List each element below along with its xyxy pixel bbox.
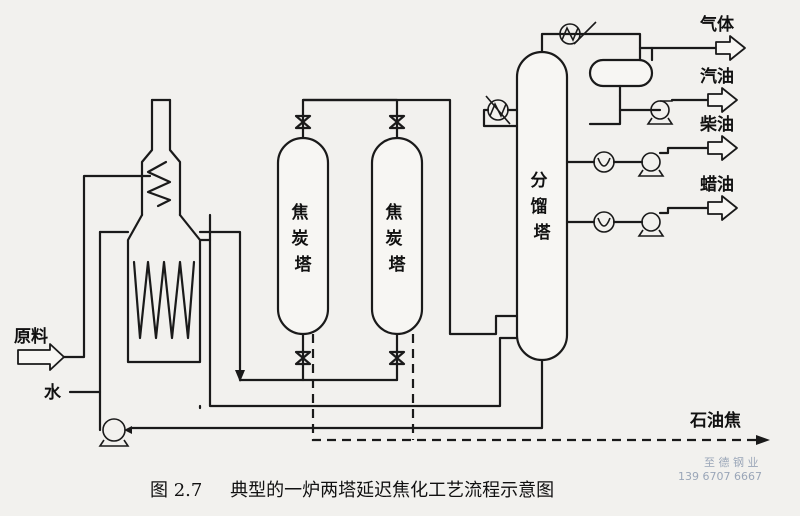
valve-tower1-top (294, 114, 312, 130)
fractionator-label-c1: 分 (531, 171, 548, 191)
wax-oil-arrow (707, 195, 738, 221)
svg-text:焦 炭 塔: 焦 炭 塔 (385, 202, 409, 275)
wax-oil-draw (565, 195, 738, 237)
wax-oil-pump (637, 212, 665, 237)
watermark-line1: 至 德 钢 业 (704, 455, 759, 469)
diesel-draw (565, 135, 738, 177)
feed-arrow (17, 343, 65, 371)
label-feed: 原料 (14, 326, 48, 347)
reflux-drum (588, 58, 654, 88)
label-wax-oil: 蜡油 (700, 174, 734, 195)
gas-arrow (715, 35, 746, 61)
label-gasoline: 汽油 (700, 66, 734, 87)
svg-text:焦 炭 塔: 焦 炭 塔 (291, 202, 315, 275)
diesel-arrow (707, 135, 738, 161)
fractionator-label-c2: 馏 (531, 196, 548, 217)
fractionator-label-c3: 塔 (534, 222, 552, 243)
furnace (126, 98, 202, 364)
label-water: 水 (44, 382, 62, 403)
figure-title: 典型的一炉两塔延迟焦化工艺流程示意图 (230, 480, 554, 501)
gasoline-arrow (707, 87, 738, 113)
coke-tower-1: 焦 炭 塔 (276, 136, 330, 336)
diesel-cooler (593, 151, 615, 173)
fractionator: 分 馏 塔 (515, 50, 569, 362)
top-pumparound-exchanger (482, 95, 519, 128)
figure-caption: 图 2.7 典型的一炉两塔延迟焦化工艺流程示意图 (150, 480, 554, 501)
coke-tower-2-label-c1: 焦 (385, 202, 403, 223)
valve-tower2-top (388, 114, 406, 130)
coke-tower-1-label-c1: 焦 (291, 202, 309, 223)
gasoline-pump (646, 100, 674, 125)
valve-tower1-bottom (294, 350, 312, 366)
convection-coil (146, 160, 172, 208)
label-gas: 气体 (699, 14, 735, 35)
label-diesel: 柴油 (699, 114, 734, 135)
label-petroleum-coke: 石油焦 (689, 410, 741, 431)
overhead-condenser (559, 21, 597, 45)
svg-text:分 馏 塔: 分 馏 塔 (531, 171, 554, 243)
figure-number: 图 2.7 (150, 480, 202, 501)
watermark-line2: 139 6707 6667 (678, 470, 762, 483)
charge-pump (98, 418, 132, 447)
feed-line (17, 174, 212, 432)
bottom-lines (130, 213, 770, 445)
overhead-system (482, 21, 746, 128)
coke-tower-2-label-c3: 塔 (389, 254, 407, 275)
valve-tower2-bottom (388, 350, 406, 366)
wax-oil-cooler (593, 211, 615, 233)
coke-tower-1-label-c3: 塔 (295, 254, 313, 275)
coke-tower-1-label-c2: 炭 (292, 228, 309, 249)
coke-tower-2: 焦 炭 塔 (370, 136, 424, 336)
diesel-pump (637, 152, 665, 177)
overhead-vapor-lines (294, 98, 519, 336)
radiant-coil (132, 260, 196, 340)
coke-tower-2-label-c2: 炭 (386, 228, 403, 249)
